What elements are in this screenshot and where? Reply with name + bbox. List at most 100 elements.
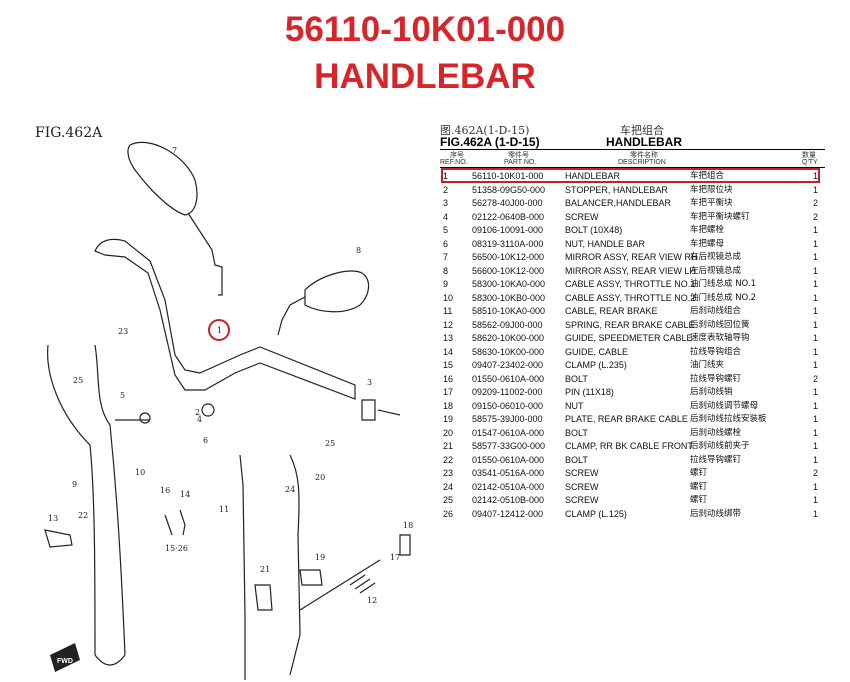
row-ref-no: 16 <box>443 373 454 384</box>
table-row: 21 58577-33G00-000 CLAMP, RR BK CABLE FRON… <box>440 440 825 454</box>
callout-24: 24 <box>285 485 295 494</box>
callout-4: 4 <box>197 415 202 424</box>
row-qty: 1 <box>812 252 818 262</box>
row-description-cn: 螺钉 <box>690 481 708 492</box>
row-ref-no: 26 <box>443 508 454 519</box>
header-pn-cn: 零件号 <box>508 152 529 159</box>
mirror-right <box>127 141 198 216</box>
row-description: PIN (11X18) <box>565 387 614 397</box>
row-ref-no: 25 <box>443 495 454 505</box>
callout-3: 3 <box>367 378 372 387</box>
row-part-number: 56278-40J00-000 <box>472 198 543 208</box>
row-ref-no: 8 <box>443 265 449 276</box>
row-qty: 1 <box>812 279 818 289</box>
row-qty: 1 <box>812 495 818 505</box>
washer-4 <box>139 412 151 424</box>
row-part-number: 02142-0510A-000 <box>472 481 545 492</box>
row-part-number: 51358-09G50-000 <box>472 184 546 195</box>
callout-8: 8 <box>356 246 361 255</box>
row-ref-no: 13 <box>443 333 454 343</box>
row-description: CLAMP, RR BK CABLE FRONT <box>565 441 693 451</box>
row-ref-no: 17 <box>443 387 454 397</box>
row-qty: 1 <box>812 225 818 235</box>
balancer-3 <box>361 399 376 421</box>
highlight-circle <box>208 319 230 341</box>
header-en-title: HANDLEBAR <box>606 135 682 149</box>
row-description: NUT <box>565 400 584 411</box>
row-ref-no: 1 <box>443 171 449 181</box>
header-cn-fig: 图.462A(1-D-15) <box>440 124 530 137</box>
header-qty-cn: 数量 <box>802 152 816 159</box>
row-ref-no: 10 <box>443 292 454 303</box>
row-description: CLAMP (L.125) <box>565 508 627 519</box>
row-qty: 1 <box>812 387 818 397</box>
callout-17: 17 <box>390 553 400 562</box>
fig-label: FIG.462A <box>35 125 103 141</box>
callout-6: 6 <box>203 436 208 445</box>
row-part-number: 08319-3110A-000 <box>472 238 544 249</box>
row-qty: 1 <box>812 414 818 424</box>
row-description-cn: 拉线导钩螺钉 <box>690 454 742 465</box>
row-description: MIRROR ASSY, REAR VIEW RH <box>565 252 698 262</box>
header-no-en: REF.NO. <box>440 159 468 166</box>
mirror-left <box>304 270 370 313</box>
row-part-number: 58300-10KB0-000 <box>472 292 546 303</box>
throttle-cable-2 <box>94 344 126 656</box>
row-ref-no: 22 <box>443 454 454 465</box>
row-qty: 1 <box>812 319 818 330</box>
screw-4 <box>377 409 401 416</box>
row-ref-no: 18 <box>443 400 454 411</box>
callout-15-26: 15·26 <box>165 544 188 553</box>
row-description-cn: 右后视镜总成 <box>690 252 742 262</box>
header-cn-title: 车把组合 <box>620 124 664 137</box>
row-part-number: 58510-10KA0-000 <box>472 306 546 316</box>
brake-spring <box>349 574 376 594</box>
row-description: PLATE, REAR BRAKE CABLE <box>565 414 688 424</box>
mirror-right-stem <box>187 212 223 296</box>
row-ref-no: 2 <box>443 184 449 195</box>
row-description-cn: 后刹动线前夹子 <box>690 441 750 451</box>
header-rule-bottom <box>440 167 825 168</box>
row-qty: 1 <box>812 306 818 316</box>
row-description: CABLE ASSY, THROTTLE NO.1 <box>565 279 696 289</box>
header-no-cn: 序号 <box>450 152 464 159</box>
plate-19 <box>299 569 323 586</box>
row-description: MIRROR ASSY, REAR VIEW LH <box>565 265 696 276</box>
row-description-cn: 后刹动线拉线安装板 <box>690 414 767 424</box>
guide-13 <box>44 529 73 548</box>
row-qty: 1 <box>812 171 818 181</box>
handlebar-tube <box>94 238 356 400</box>
row-qty: 1 <box>812 508 818 519</box>
row-part-number: 09407-23402-000 <box>472 360 544 370</box>
row-description-cn: 车把限位块 <box>690 184 733 195</box>
row-description: NUT, HANDLE BAR <box>565 238 646 249</box>
row-description: BOLT <box>565 373 588 384</box>
callout-10: 10 <box>135 468 145 477</box>
fwd-label: FWD <box>57 658 73 665</box>
callout-22: 22 <box>78 511 88 520</box>
row-qty: 1 <box>812 333 818 343</box>
callout-9: 9 <box>72 480 77 489</box>
row-description-cn: 拉线导钩螺钉 <box>690 373 742 384</box>
row-part-number: 02122-0640B-000 <box>472 211 545 222</box>
row-ref-no: 6 <box>443 238 449 249</box>
row-ref-no: 7 <box>443 252 449 262</box>
callout-25a: 25 <box>73 376 83 385</box>
row-qty: 1 <box>812 454 818 465</box>
row-description-cn: 螺钉 <box>690 468 708 478</box>
row-ref-no: 21 <box>443 441 454 451</box>
row-qty: 2 <box>812 198 818 208</box>
row-description: SPRING, REAR BRAKE CABLE <box>565 319 695 330</box>
row-qty: 1 <box>812 346 818 357</box>
row-description: CLAMP (L.235) <box>565 360 627 370</box>
row-ref-no: 15 <box>443 360 454 370</box>
row-part-number: 58577-33G00-000 <box>472 441 546 451</box>
